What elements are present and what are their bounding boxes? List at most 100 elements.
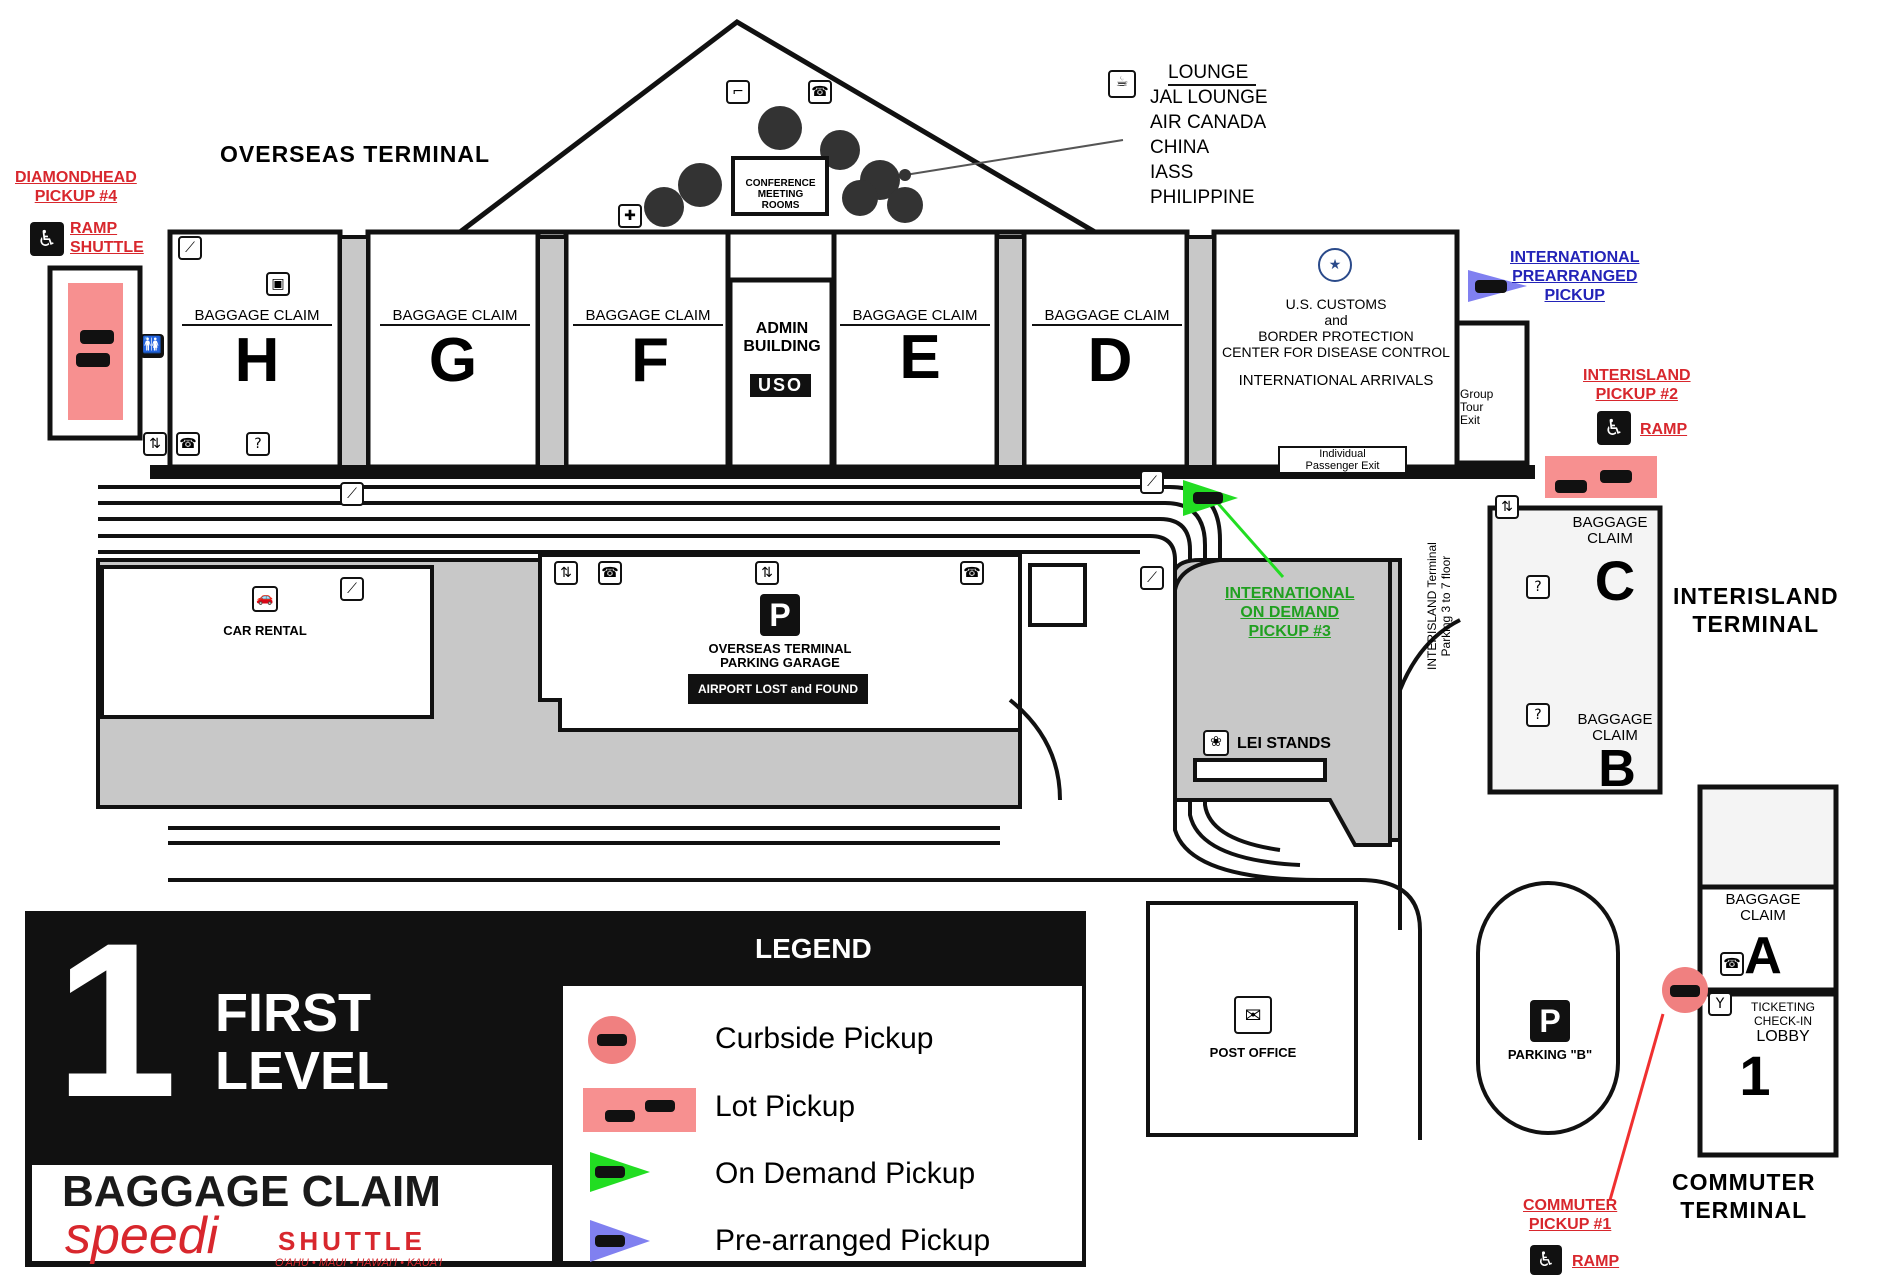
info-icon: ?: [1526, 703, 1550, 727]
lounge-heading: LOUNGE: [1168, 62, 1257, 86]
baggage-claim-e-label: BAGGAGE CLAIM: [840, 307, 990, 326]
uso-label: USO: [750, 374, 812, 397]
brand-shuttle: SHUTTLE: [278, 1226, 426, 1256]
legend-prearranged: Pre-arranged Pickup: [715, 1224, 991, 1257]
trees: [644, 106, 923, 227]
admin-line2: BUILDING: [743, 338, 821, 355]
info-icon: ?: [1526, 575, 1550, 599]
customs-line1: U.S. CUSTOMS: [1285, 296, 1387, 312]
baggage-claim-h-label: BAGGAGE CLAIM: [182, 307, 332, 326]
overseas-building: [167, 18, 1530, 470]
intl-prearranged-label: INTERNATIONAL PREARRANGED PICKUP: [1510, 248, 1639, 305]
intl-on-demand-line1: INTERNATIONAL: [1225, 585, 1355, 602]
dhs-seal-icon: ★: [1318, 248, 1352, 282]
mail-icon: ✉: [1234, 996, 1272, 1034]
cocktail-icon: Y: [1708, 992, 1732, 1016]
subtitle-baggage-claim: BAGGAGE CLAIM: [62, 1167, 441, 1216]
stairs-icon: ⌐: [726, 80, 750, 104]
intl-prearranged-line3: PICKUP: [1544, 287, 1605, 304]
parking-b-label: PARKING "B": [1507, 1047, 1593, 1062]
commuter-pickup-line1: COMMUTER: [1523, 1197, 1618, 1214]
intl-on-demand-line2: ON DEMAND: [1240, 604, 1340, 621]
baggage-claim-e-letter: E: [899, 323, 941, 392]
lost-found-label: AIRPORT LOST and FOUND: [688, 674, 868, 704]
phone-icon: ☎: [808, 80, 832, 104]
conference-line1: CONFERENCE: [745, 178, 816, 189]
lei-icon: ❀: [1203, 730, 1229, 756]
restroom-icon: 🚻: [140, 334, 164, 358]
phone-icon: ☎: [1720, 952, 1744, 976]
lei-stand-area: [1173, 558, 1392, 847]
commuter-terminal-line2: TERMINAL: [1680, 1197, 1808, 1223]
wheelchair-icon: ♿: [30, 222, 64, 256]
post-office-label: POST OFFICE: [1209, 1045, 1297, 1060]
wheelchair-icon-commuter: ♿: [1530, 1245, 1562, 1275]
customs-line4: CENTER FOR DISEASE CONTROL: [1222, 344, 1450, 360]
baggage-claim-d-label: BAGGAGE CLAIM: [1032, 307, 1182, 326]
commuter-pickup-line2: PICKUP #1: [1528, 1216, 1612, 1233]
first-aid-icon: ✚: [618, 204, 642, 228]
legend-on-demand: On Demand Pickup: [715, 1157, 976, 1190]
commuter-ramp: RAMP: [1572, 1253, 1620, 1270]
lounge-item: AIR CANADA: [1150, 112, 1267, 133]
intl-on-demand-label: INTERNATIONAL ON DEMAND PICKUP #3: [1225, 584, 1354, 641]
legend-lot: Lot Pickup: [715, 1090, 856, 1123]
van-icons: [76, 280, 1700, 997]
group-tour-line2: Tour: [1460, 400, 1484, 414]
legend-heading: LEGEND: [755, 933, 872, 964]
car-icon: 🚗: [252, 586, 278, 612]
diamondhead-pickup-label: DIAMONDHEAD PICKUP #4: [15, 168, 137, 206]
interisland-ramp: RAMP: [1640, 421, 1688, 438]
conference-box: [731, 156, 829, 216]
commuter-terminal-line1: COMMUTER: [1672, 1169, 1816, 1195]
intl-prearranged-line1: INTERNATIONAL: [1510, 249, 1640, 266]
car-rental-label: CAR RENTAL: [223, 623, 307, 638]
diamondhead-ramp: RAMP: [70, 220, 118, 237]
wheelchair-icon-interisland: ♿: [1597, 411, 1631, 445]
elevator-icon: ⇅: [755, 561, 779, 585]
interisland-terminal-line2: TERMINAL: [1692, 611, 1820, 637]
elevator-icon: ⇅: [143, 432, 167, 456]
elevator-icon: ⇅: [554, 561, 578, 585]
escalator-icon: ⟋: [340, 482, 364, 506]
escalator-icon: ⟋: [1140, 566, 1164, 590]
lei-stands-label: LEI STANDS: [1237, 735, 1331, 752]
intl-prearranged-line2: PREARRANGED: [1512, 268, 1638, 285]
individual-exit-line1: Individual: [1319, 448, 1366, 460]
conference-line2: MEETING: [757, 189, 804, 200]
legend-curbside: Curbside Pickup: [715, 1022, 934, 1055]
individual-exit-label: Individual Passenger Exit: [1278, 446, 1407, 474]
info-icon: ?: [246, 432, 270, 456]
interisland-pickup-line1: INTERISLAND: [1583, 367, 1691, 384]
level-line1: FIRST: [215, 983, 371, 1043]
intl-arrivals-label: INTERNATIONAL ARRIVALS: [1238, 372, 1434, 389]
admin-building-label: ADMIN BUILDING: [738, 320, 826, 356]
group-tour-line1: Group: [1460, 387, 1494, 401]
intl-on-demand-line3: PICKUP #3: [1248, 623, 1331, 640]
baggage-claim-b-letter: B: [1598, 740, 1636, 798]
escalator-icon: ⟋: [340, 577, 364, 601]
group-tour-line3: Exit: [1460, 413, 1481, 427]
customs-line3: BORDER PROTECTION: [1258, 328, 1414, 344]
interisland-pickup-line2: PICKUP #2: [1595, 386, 1678, 403]
garage-line2: PARKING GARAGE: [720, 655, 840, 670]
group-tour-exit-label: Group Tour Exit: [1460, 388, 1500, 427]
interisland-pickup-label: INTERISLAND PICKUP #2: [1583, 366, 1691, 404]
lounge-icon: ☕: [1108, 70, 1136, 98]
lounge-item: PHILIPPINE: [1150, 187, 1255, 208]
roads: [98, 485, 1461, 1140]
diamondhead-pickup-line2: PICKUP #4: [34, 188, 118, 205]
level-line2: LEVEL: [215, 1041, 390, 1101]
baggage-claim-c-letter: C: [1594, 549, 1636, 612]
admin-line1: ADMIN: [755, 320, 809, 337]
interisland-parking-label: INTERISLAND Terminal Parking 3 to 7 floo…: [1425, 542, 1453, 670]
commuter-terminal-label: COMMUTER TERMINAL: [1672, 1168, 1815, 1224]
lounge-item: JAL LOUNGE: [1150, 87, 1268, 108]
interisland-terminal-label: INTERISLAND TERMINAL: [1673, 582, 1839, 638]
parking-b-p-icon: P: [1530, 1000, 1570, 1042]
escalator-icon: ⟋: [1140, 470, 1164, 494]
ticketing-line1: TICKETING: [1750, 1000, 1815, 1014]
